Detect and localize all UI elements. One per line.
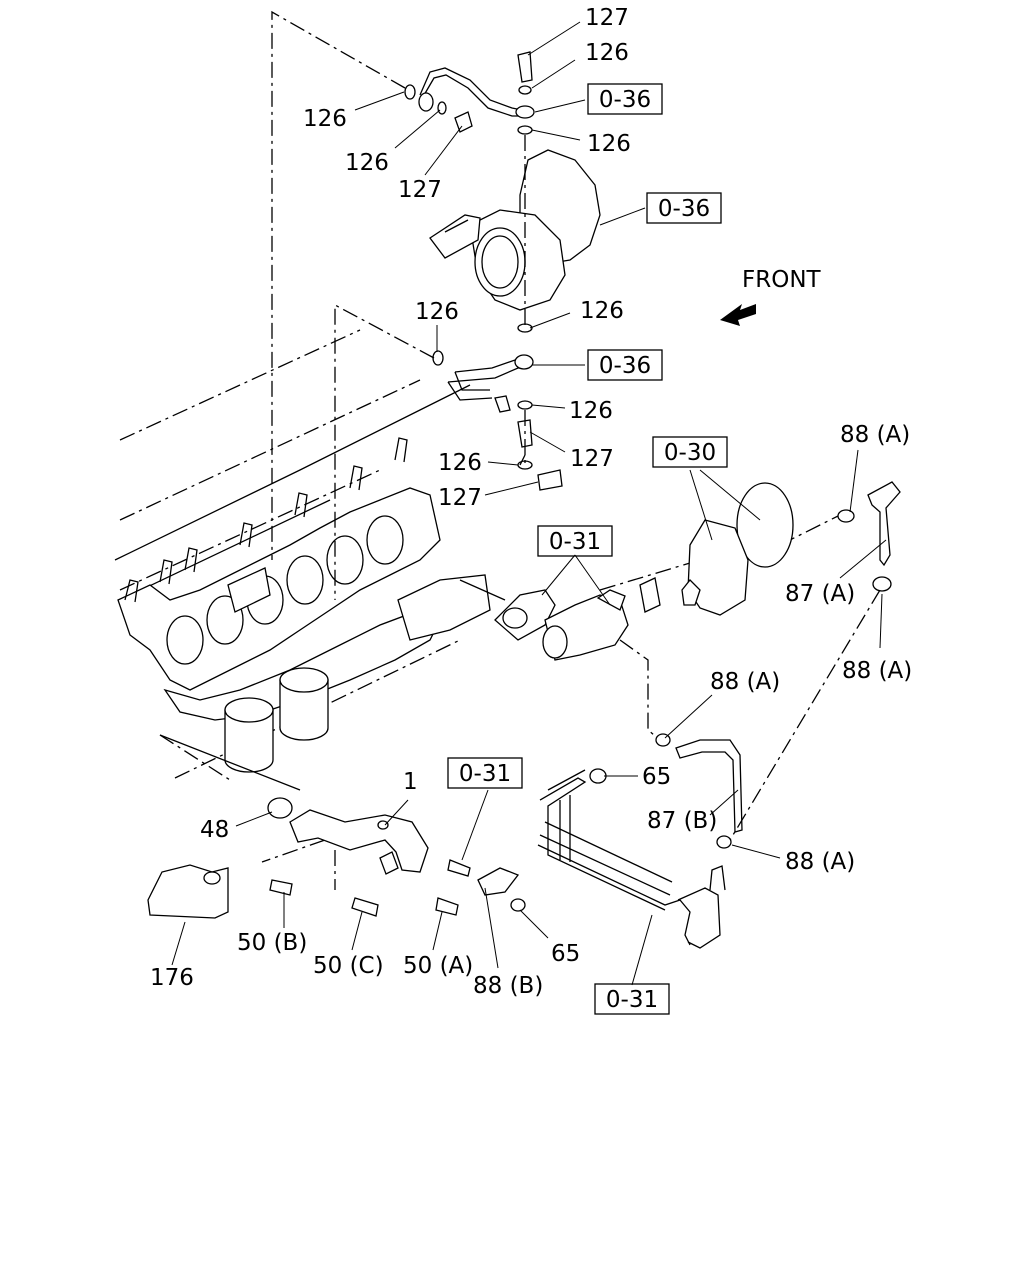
callout-1: 1 — [403, 769, 418, 795]
callout-50a: 50 (A) — [403, 953, 473, 979]
callout-126: 126 — [569, 398, 613, 424]
callout-127: 127 — [438, 485, 482, 511]
oil-return-pipe — [432, 323, 563, 491]
callout-126: 126 — [585, 40, 629, 66]
callout-labels: 127 126 126 126 126 127 126 126 126 127 … — [150, 5, 912, 999]
egr-valve — [681, 482, 794, 616]
front-label: FRONT — [742, 267, 822, 293]
bolts-lower — [269, 859, 526, 917]
callout-127: 127 — [570, 446, 614, 472]
ref-box-0-36-lower: 0-36 — [587, 349, 663, 381]
egr-adapter — [494, 577, 661, 661]
callout-88a: 88 (A) — [840, 422, 910, 448]
callout-87a: 87 (A) — [785, 581, 855, 607]
callout-126: 126 — [587, 131, 631, 157]
ref-box-0-36-turbo: 0-36 — [646, 192, 722, 224]
callout-48: 48 — [200, 817, 229, 843]
ref-box-0-31-egr: 0-31 — [537, 525, 613, 557]
svg-text:0-31: 0-31 — [459, 761, 511, 787]
svg-text:0-36: 0-36 — [599, 353, 651, 379]
ref-box-0-36-top: 0-36 — [587, 83, 663, 115]
callout-127: 127 — [585, 5, 629, 31]
callout-88b: 88 (B) — [473, 973, 543, 999]
callout-127: 127 — [398, 177, 442, 203]
svg-text:0-31: 0-31 — [549, 529, 601, 555]
callout-126: 126 — [415, 299, 459, 325]
callout-65: 65 — [642, 764, 671, 790]
callout-88a: 88 (A) — [710, 669, 780, 695]
callout-65: 65 — [551, 941, 580, 967]
callout-126: 126 — [580, 298, 624, 324]
egr-cooler-pipes — [537, 768, 726, 949]
heat-shield — [147, 864, 229, 919]
engine-block — [114, 329, 506, 791]
callout-126: 126 — [438, 450, 482, 476]
svg-text:0-36: 0-36 — [599, 87, 651, 113]
callout-87b: 87 (B) — [647, 808, 717, 834]
ref-box-0-31-center: 0-31 — [447, 757, 523, 789]
ref-box-0-30: 0-30 — [652, 436, 728, 468]
callout-50c: 50 (C) — [313, 953, 384, 979]
callout-50b: 50 (B) — [237, 930, 307, 956]
callout-126: 126 — [345, 150, 389, 176]
callout-88a: 88 (A) — [785, 849, 855, 875]
callout-88a: 88 (A) — [842, 658, 912, 684]
oil-feed-pipe — [404, 51, 535, 135]
ref-box-0-31-bottom: 0-31 — [594, 983, 670, 1015]
egr-pipe — [267, 797, 429, 875]
callout-176: 176 — [150, 965, 194, 991]
turbocharger — [429, 149, 601, 311]
svg-text:0-30: 0-30 — [664, 440, 716, 466]
callout-126: 126 — [303, 106, 347, 132]
front-direction-arrow-icon — [720, 304, 756, 326]
leader-lines — [171, 21, 887, 986]
svg-text:0-36: 0-36 — [658, 196, 710, 222]
svg-text:0-31: 0-31 — [606, 987, 658, 1013]
